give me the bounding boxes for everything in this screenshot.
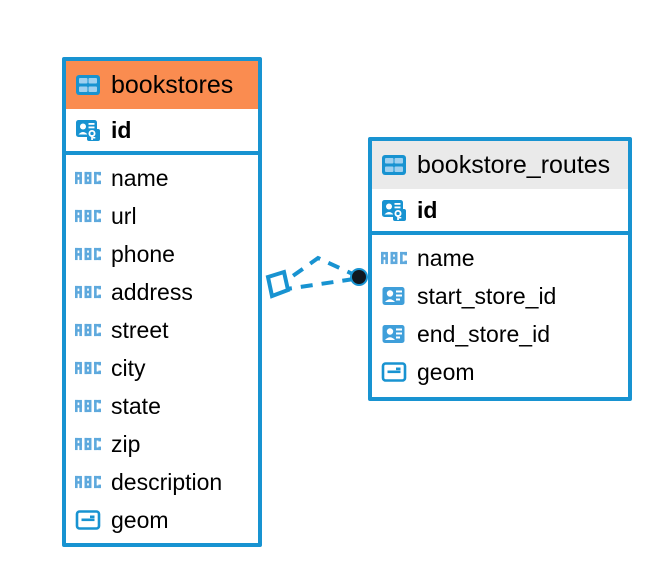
field-list-bookstore-routes: name start_store_id — [372, 235, 628, 397]
rhombus-marker — [265, 269, 291, 299]
field-row-name[interactable]: name — [66, 159, 258, 197]
field-label: zip — [111, 430, 141, 457]
text-type-icon — [380, 244, 408, 272]
field-row-description[interactable]: description — [66, 463, 258, 501]
text-type-icon — [74, 354, 102, 382]
field-row-primary-key[interactable]: id — [372, 189, 628, 235]
foreign-key-icon — [380, 282, 408, 310]
field-label: state — [111, 392, 161, 419]
field-label: id — [111, 116, 132, 143]
entity-header-bookstores[interactable]: bookstores — [66, 61, 258, 109]
field-row-start-store-id[interactable]: start_store_id — [372, 277, 628, 315]
relationship-line-upper — [274, 255, 358, 290]
entity-title: bookstore_routes — [417, 150, 611, 179]
field-row-street[interactable]: street — [66, 311, 258, 349]
field-label: description — [111, 468, 223, 495]
field-row-geom[interactable]: geom — [372, 353, 628, 391]
primary-key-icon — [380, 196, 408, 224]
field-row-phone[interactable]: phone — [66, 235, 258, 273]
text-type-icon — [74, 392, 102, 420]
field-row-geom[interactable]: geom — [66, 501, 258, 539]
filled-circle-marker — [350, 268, 368, 286]
text-type-icon — [74, 278, 102, 306]
field-row-city[interactable]: city — [66, 349, 258, 387]
entity-title: bookstores — [111, 70, 234, 99]
entity-bookstores[interactable]: bookstores id — [62, 57, 262, 547]
field-row-zip[interactable]: zip — [66, 425, 258, 463]
table-icon — [74, 71, 102, 99]
field-label: street — [111, 316, 169, 343]
entity-bookstore-routes[interactable]: bookstore_routes id — [368, 137, 632, 401]
field-label: end_store_id — [417, 320, 550, 347]
text-type-icon — [74, 202, 102, 230]
field-row-url[interactable]: url — [66, 197, 258, 235]
field-list-bookstores: name — [66, 155, 258, 545]
text-type-icon — [74, 240, 102, 268]
table-icon — [380, 151, 408, 179]
entity-header-bookstore-routes[interactable]: bookstore_routes — [372, 141, 628, 189]
field-label: geom — [111, 506, 169, 533]
field-label: url — [111, 202, 137, 229]
field-row-state[interactable]: state — [66, 387, 258, 425]
field-row-name[interactable]: name — [372, 239, 628, 277]
primary-key-icon — [74, 116, 102, 144]
field-label: id — [417, 196, 438, 223]
field-label: start_store_id — [417, 282, 557, 309]
geometry-type-icon — [74, 506, 102, 534]
text-type-icon — [74, 164, 102, 192]
field-label: name — [417, 244, 475, 271]
field-label: name — [111, 164, 169, 191]
field-row-address[interactable]: address — [66, 273, 258, 311]
field-label: address — [111, 278, 193, 305]
geometry-type-icon — [380, 358, 408, 386]
foreign-key-icon — [380, 320, 408, 348]
field-row-primary-key[interactable]: id — [66, 109, 258, 155]
relationship-line-lower — [279, 277, 355, 292]
field-label: geom — [417, 358, 475, 385]
field-label: phone — [111, 240, 175, 267]
text-type-icon — [74, 468, 102, 496]
field-row-end-store-id[interactable]: end_store_id — [372, 315, 628, 353]
text-type-icon — [74, 316, 102, 344]
text-type-icon — [74, 430, 102, 458]
field-label: city — [111, 354, 146, 381]
